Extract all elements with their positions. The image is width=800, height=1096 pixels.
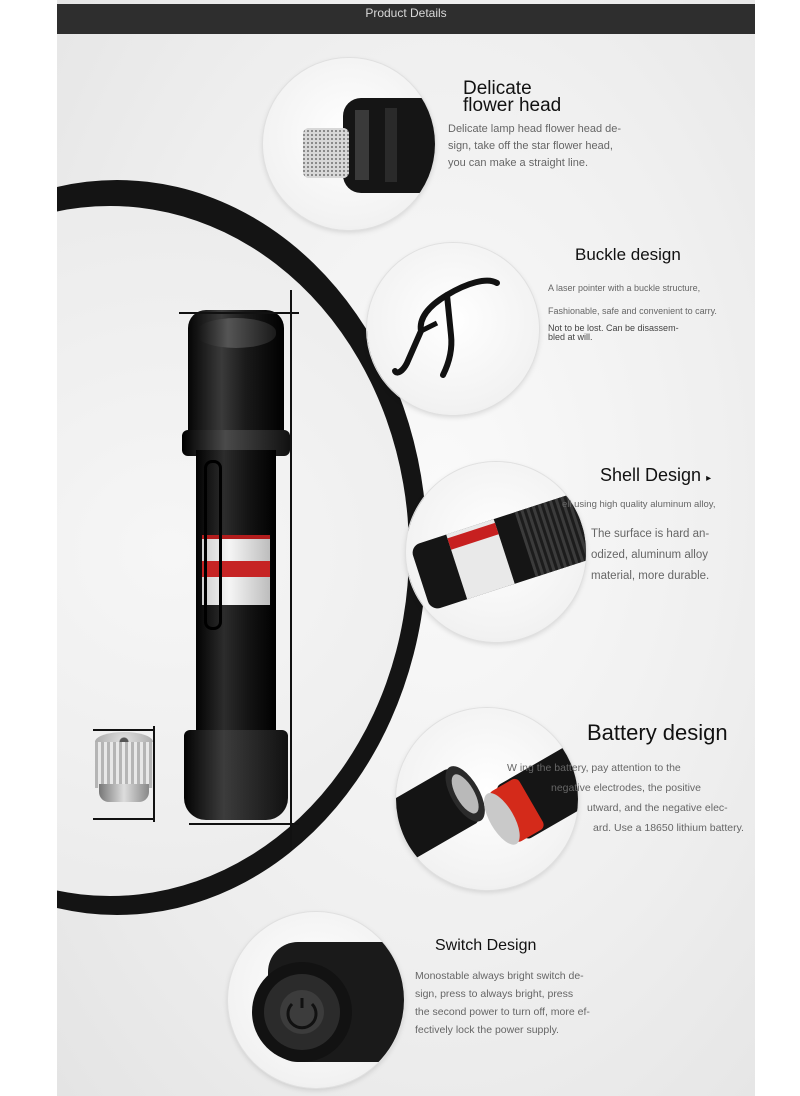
tail-switch-icon bbox=[252, 942, 404, 1062]
buckle-description-extra: Not to be lost. Can be disassem- bled at… bbox=[548, 324, 679, 342]
cap-dimension-bottom-tick bbox=[93, 818, 155, 820]
battery-text-line: negative electrodes, the positive bbox=[551, 782, 702, 794]
header-title: Product Details bbox=[365, 6, 447, 20]
flower-head-icon bbox=[303, 98, 435, 193]
switch-text-line: sign, press to always bright, press bbox=[415, 988, 574, 1000]
battery-text-line: utward, and the negative elec- bbox=[587, 802, 728, 814]
flower-head-title-line1: Delicate bbox=[463, 78, 532, 99]
flower-head-circle bbox=[263, 58, 435, 230]
switch-title: Switch Design bbox=[435, 937, 537, 954]
flower-head-title-line2: flower head bbox=[463, 95, 562, 116]
product-details-header: Product Details bbox=[57, 4, 755, 34]
flower-head-title: Delicate flower head bbox=[463, 78, 562, 116]
height-dimension-line bbox=[290, 290, 292, 850]
switch-text-line: Monostable always bright switch de- bbox=[415, 970, 584, 982]
switch-circle bbox=[228, 912, 404, 1088]
cap-dimension-top-tick bbox=[93, 729, 155, 731]
laser-flashlight-icon bbox=[182, 310, 292, 820]
battery-description: W ing the battery, pay attention to the … bbox=[507, 758, 744, 838]
switch-description: Monostable always bright switch de- sign… bbox=[415, 967, 590, 1039]
product-details-page: Product Details bbox=[57, 0, 755, 1096]
battery-circle bbox=[396, 708, 578, 890]
flower-head-text-line: Delicate lamp head flower head de- bbox=[448, 123, 622, 135]
buckle-clip-icon bbox=[392, 277, 500, 378]
flower-head-description: Delicate lamp head flower head de- sign,… bbox=[448, 121, 621, 172]
battery-title: Battery design bbox=[587, 720, 728, 745]
cap-dimension-line bbox=[153, 726, 155, 822]
shell-title: Shell Design ▸ bbox=[600, 465, 711, 486]
shell-text-line: ell using high quality aluminum alloy, bbox=[562, 499, 716, 510]
silver-star-cap-icon bbox=[95, 732, 153, 804]
battery-icon bbox=[396, 744, 578, 859]
shell-description-top: ell using high quality aluminum alloy, bbox=[562, 498, 716, 512]
switch-text-line: the second power to turn off, more ef- bbox=[415, 1006, 590, 1018]
aluminum-shell-icon bbox=[412, 493, 586, 609]
shell-text-line: The surface is hard an- bbox=[591, 528, 710, 540]
buckle-text-line: A laser pointer with a buckle structure, bbox=[548, 283, 701, 293]
buckle-text-line: Fashionable, safe and convenient to carr… bbox=[548, 306, 717, 316]
flower-head-text-line: you can make a straight line. bbox=[448, 157, 589, 169]
shell-text-line: odized, aluminum alloy bbox=[591, 549, 708, 561]
buckle-description: A laser pointer with a buckle structure,… bbox=[548, 277, 717, 323]
flower-head-text-line: sign, take off the star flower head, bbox=[448, 140, 613, 152]
shell-text-line: material, more durable. bbox=[591, 570, 710, 582]
buckle-text-line: Not to be lost. Can be disassem- bbox=[548, 323, 679, 333]
buckle-text-line: bled at will. bbox=[548, 332, 593, 342]
switch-text-line: fectively lock the power supply. bbox=[415, 1024, 559, 1036]
battery-text-line: ard. Use a 18650 lithium battery. bbox=[593, 822, 744, 834]
battery-text-line: W ing the battery, pay attention to the bbox=[507, 762, 681, 774]
shell-description: The surface is hard an- odized, aluminum… bbox=[591, 524, 709, 587]
buckle-title: Buckle design bbox=[575, 245, 681, 264]
shell-circle bbox=[406, 462, 586, 642]
flashlight-clip bbox=[204, 460, 222, 630]
buckle-circle bbox=[367, 243, 539, 415]
shell-title-mark: ▸ bbox=[706, 473, 712, 484]
dimension-top-tick bbox=[179, 312, 299, 314]
shell-title-text: Shell Design bbox=[600, 465, 702, 485]
dimension-bottom-tick bbox=[189, 823, 299, 825]
flashlight-head-cap bbox=[196, 318, 276, 348]
flashlight-tail bbox=[184, 730, 288, 820]
flashlight-warning-label bbox=[202, 535, 270, 605]
